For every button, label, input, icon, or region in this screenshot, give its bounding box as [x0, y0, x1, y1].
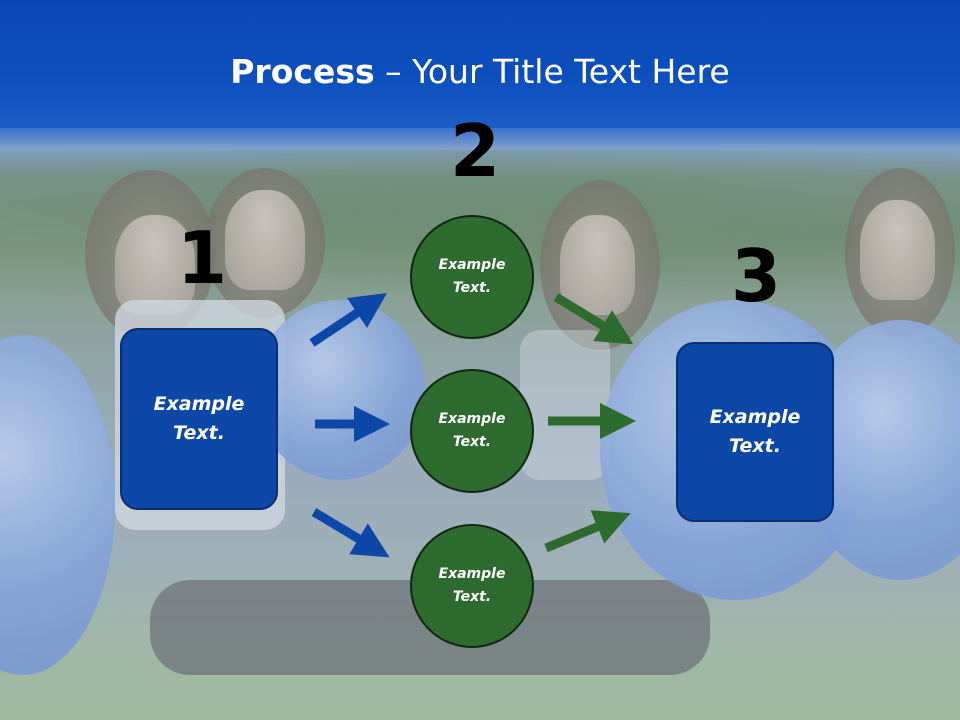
arrow-down-right-green	[553, 293, 634, 345]
left-box-label: Example Text.	[153, 393, 245, 444]
person-face	[860, 200, 935, 300]
right-box-label: Example Text.	[709, 406, 801, 457]
title-bold: Process	[230, 52, 375, 91]
person-face	[115, 215, 195, 315]
header-fade	[0, 118, 960, 148]
circle-label: Example Text.	[438, 566, 506, 605]
slide-title: Process – Your Title Text Here	[0, 52, 960, 91]
left-process-box[interactable]: Example Text.	[120, 328, 278, 510]
process-circle-bottom[interactable]: Example Text.	[410, 524, 534, 648]
step-number-2: 2	[450, 109, 501, 193]
process-circle-middle[interactable]: Example Text.	[410, 369, 534, 493]
arrow-up-right-blue	[309, 293, 387, 347]
person-shirt	[520, 330, 610, 480]
arrow-up-right-green	[544, 510, 631, 553]
exercise-ball	[255, 300, 425, 480]
step-number-1: 1	[177, 216, 228, 300]
person-face	[560, 215, 635, 315]
circle-label: Example Text.	[438, 411, 506, 450]
step-number-3: 3	[731, 234, 782, 318]
arrow-down-right-blue	[311, 508, 390, 558]
circle-label: Example Text.	[438, 257, 506, 296]
title-rest: – Your Title Text Here	[374, 52, 730, 91]
person-face	[225, 190, 305, 290]
header-band	[0, 0, 960, 128]
process-circle-top[interactable]: Example Text.	[410, 215, 534, 339]
right-process-box[interactable]: Example Text.	[676, 342, 834, 522]
